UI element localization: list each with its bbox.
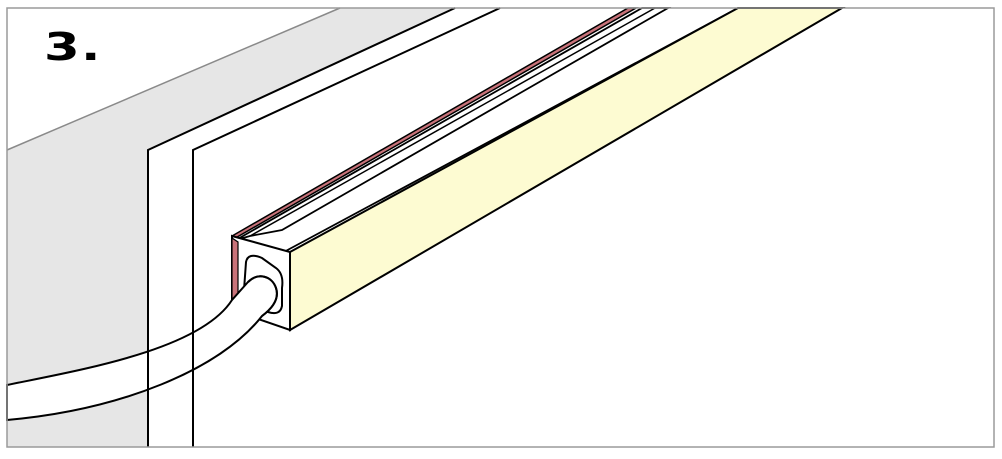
wall-edge-line: [6, 7, 341, 151]
wall-side: [7, 8, 455, 447]
panel-front-face: [148, 8, 1002, 447]
image-border: [6, 7, 995, 448]
step-number: 3.: [44, 25, 102, 69]
profile-top-face: [235, 7, 672, 241]
profile-top-groove: [249, 7, 656, 237]
end-cap-tape-edge: [231, 236, 239, 301]
cable-end-outline: [247, 275, 278, 317]
